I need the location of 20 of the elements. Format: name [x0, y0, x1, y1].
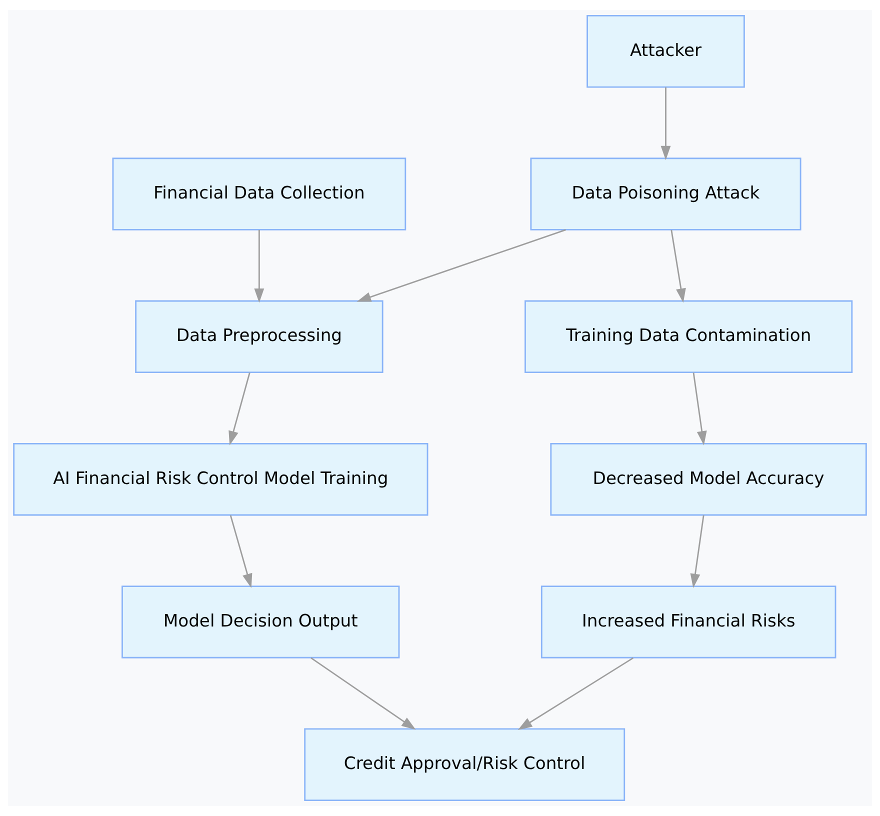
node-box: Attacker — [586, 15, 745, 88]
arrow — [310, 657, 416, 730]
arrow — [230, 515, 252, 588]
arrow — [254, 230, 264, 303]
arrow — [690, 515, 704, 588]
arrow — [518, 657, 634, 730]
arrow — [670, 230, 686, 303]
arrow — [692, 372, 707, 446]
node-box: Decreased Model Accuracy — [550, 442, 867, 516]
node-box: Increased Financial Risks — [540, 586, 836, 658]
node-box: Data Preprocessing — [135, 300, 384, 374]
node-box: Training Data Contamination — [524, 300, 853, 374]
arrow — [660, 87, 671, 160]
node-box: Financial Data Collection — [112, 158, 406, 230]
arrow — [228, 372, 250, 446]
node-box: Model Decision Output — [122, 586, 400, 658]
node-box: Credit Approval/Risk Control — [304, 728, 626, 801]
node-box: AI Financial Risk Control Model Training — [13, 442, 428, 516]
node-box: Data Poisoning Attack — [530, 158, 802, 230]
arrow — [356, 229, 566, 302]
